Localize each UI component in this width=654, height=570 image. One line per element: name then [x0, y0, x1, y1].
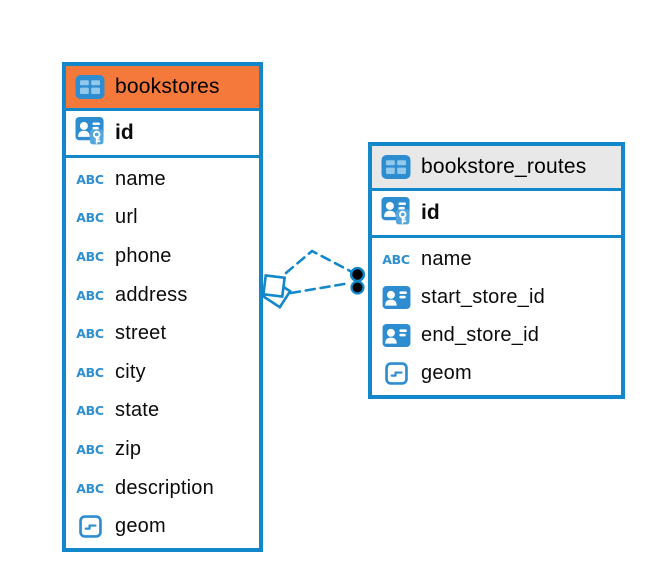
column-name: end_store_id — [421, 323, 540, 346]
table-title: bookstore_routes — [421, 155, 587, 178]
table-bookstores[interactable]: bookstores id ABC name ABC url ABC phone… — [62, 62, 263, 552]
endpoint-dot[interactable] — [350, 280, 365, 295]
relationship-line[interactable] — [284, 249, 354, 275]
text-type-icon: ABC — [382, 251, 410, 267]
column-row-url[interactable]: ABC url — [66, 199, 259, 238]
column-row-state[interactable]: ABC state — [66, 392, 259, 431]
text-type-icon: ABC — [76, 441, 104, 457]
column-row-name[interactable]: ABC name — [66, 160, 259, 199]
column-row-end-store-id[interactable]: end_store_id — [372, 316, 621, 354]
column-name: start_store_id — [421, 285, 545, 308]
column-row-start-store-id[interactable]: start_store_id — [372, 278, 621, 316]
column-name: street — [115, 322, 167, 345]
geometry-type-icon — [74, 510, 106, 544]
relationship-line[interactable] — [289, 281, 352, 295]
column-name: name — [421, 247, 472, 270]
column-row-name[interactable]: ABC name — [372, 240, 621, 278]
column-name: description — [115, 476, 214, 499]
primary-key-icon — [74, 116, 106, 150]
column-name: url — [115, 206, 138, 229]
column-name: geom — [421, 362, 472, 385]
table-header-bookstores[interactable]: bookstores — [66, 66, 259, 108]
column-name: geom — [115, 515, 166, 538]
column-list: ABC name ABC url ABC phone ABC address A… — [66, 155, 259, 548]
text-type-icon: ABC — [76, 480, 104, 496]
table-icon — [74, 70, 106, 104]
column-row-street[interactable]: ABC street — [66, 314, 259, 353]
column-name: phone — [115, 244, 172, 267]
column-row-id[interactable]: id — [66, 108, 259, 155]
column-name: state — [115, 399, 160, 422]
column-name: name — [115, 167, 166, 190]
text-type-icon: ABC — [76, 171, 104, 187]
text-type-icon: ABC — [76, 287, 104, 303]
relationship-source-marker[interactable] — [261, 273, 292, 309]
column-name: address — [115, 283, 188, 306]
column-row-geom[interactable]: geom — [372, 355, 621, 393]
text-type-icon: ABC — [76, 210, 104, 226]
column-row-id[interactable]: id — [372, 188, 621, 235]
column-name: id — [421, 201, 440, 224]
column-name: city — [115, 360, 146, 383]
foreign-key-icon — [380, 280, 412, 314]
relationship-lines[interactable] — [284, 249, 354, 295]
foreign-key-icon — [380, 318, 412, 352]
column-row-address[interactable]: ABC address — [66, 276, 259, 315]
column-row-geom[interactable]: geom — [66, 507, 259, 546]
text-type-icon: ABC — [76, 403, 104, 419]
text-type-icon: ABC — [76, 248, 104, 264]
table-bookstore-routes[interactable]: bookstore_routes id ABC name start_store… — [368, 142, 625, 399]
relationship-endpoint-dots[interactable] — [349, 266, 366, 295]
geometry-type-icon — [380, 357, 412, 391]
endpoint-dot[interactable] — [349, 266, 366, 283]
column-row-city[interactable]: ABC city — [66, 353, 259, 392]
column-list: ABC name start_store_id end_store_id ge — [372, 235, 621, 395]
column-row-phone[interactable]: ABC phone — [66, 237, 259, 276]
column-row-description[interactable]: ABC description — [66, 469, 259, 508]
primary-key-icon — [380, 196, 412, 230]
table-title: bookstores — [115, 75, 220, 98]
text-type-icon: ABC — [76, 326, 104, 342]
table-icon — [380, 150, 412, 184]
column-name: id — [115, 121, 134, 144]
column-name: zip — [115, 437, 142, 460]
table-header-bookstore-routes[interactable]: bookstore_routes — [372, 146, 621, 188]
column-row-zip[interactable]: ABC zip — [66, 430, 259, 469]
text-type-icon: ABC — [76, 364, 104, 380]
